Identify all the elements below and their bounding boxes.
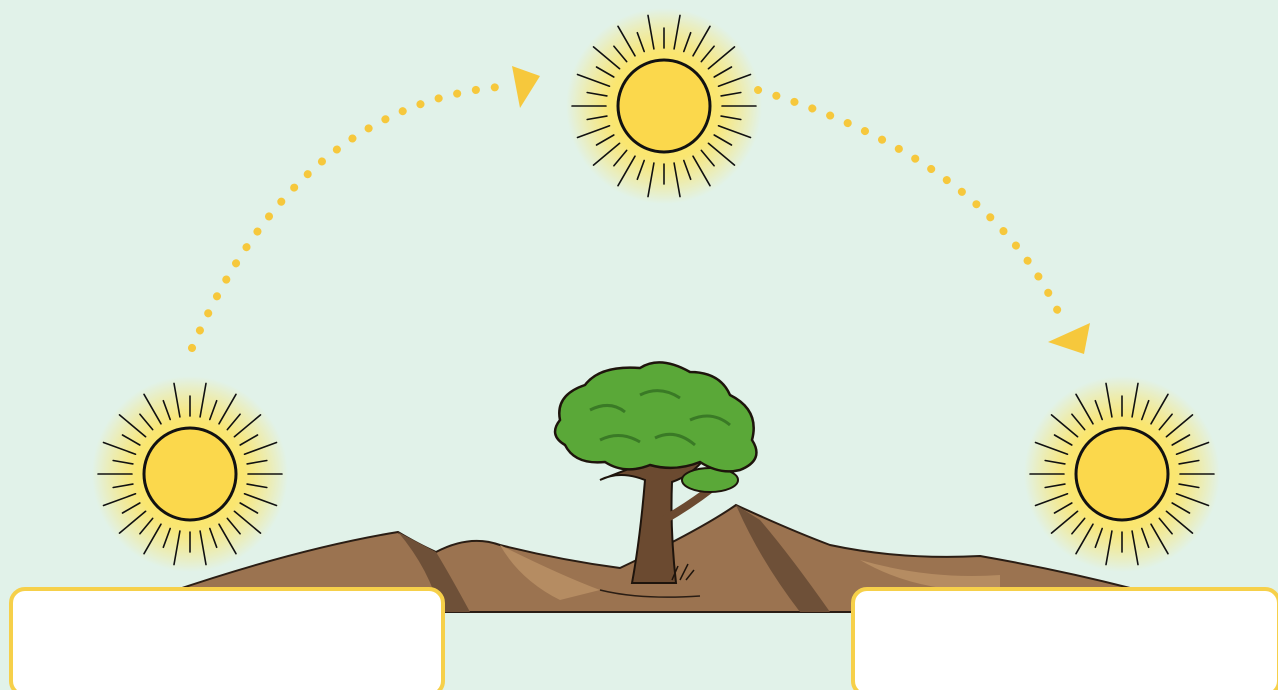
answer-box-left[interactable] bbox=[9, 587, 445, 690]
sun-icon bbox=[566, 8, 762, 204]
answer-box-right[interactable] bbox=[851, 587, 1278, 690]
sun-icon bbox=[92, 376, 288, 572]
sun-icon bbox=[1024, 376, 1220, 572]
